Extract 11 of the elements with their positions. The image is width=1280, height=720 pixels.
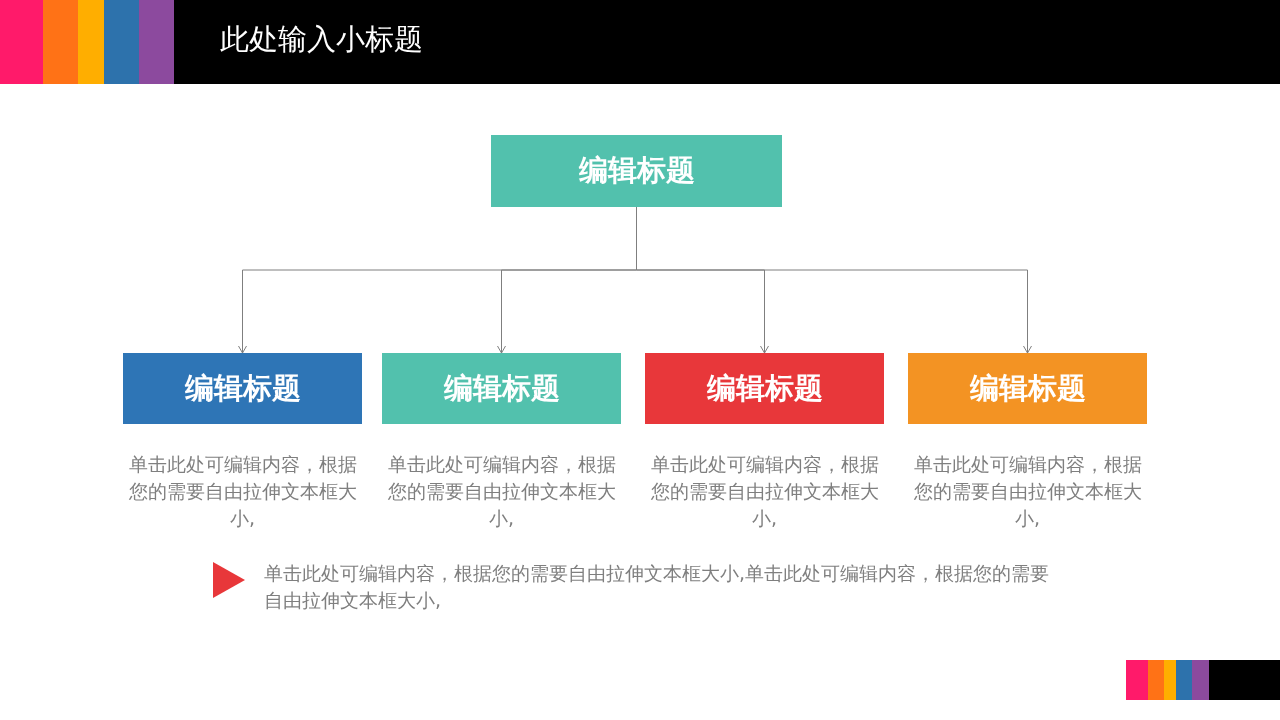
description-text: 单击此处可编辑内容，根据您的需要自由拉伸文本框大小, [128, 452, 357, 531]
note-text: 单击此处可编辑内容，根据您的需要自由拉伸文本框大小,单击此处可编辑内容，根据您的需要自由拉伸文本框大小, [264, 561, 1051, 613]
title-box: 编辑标题 [491, 135, 782, 207]
title-box: 编辑标题 [382, 353, 621, 424]
title-box: 编辑标题 [645, 353, 884, 424]
description-text: 单击此处可编辑内容，根据您的需要自由拉伸文本框大小, [913, 452, 1142, 531]
title: 此处输入小标题 [220, 21, 423, 58]
title-box: 编辑标题 [123, 353, 362, 424]
description-text: 单击此处可编辑内容，根据您的需要自由拉伸文本框大小, [650, 452, 879, 531]
title-box: 编辑标题 [908, 353, 1147, 424]
description-text: 单击此处可编辑内容，根据您的需要自由拉伸文本框大小, [387, 452, 616, 531]
